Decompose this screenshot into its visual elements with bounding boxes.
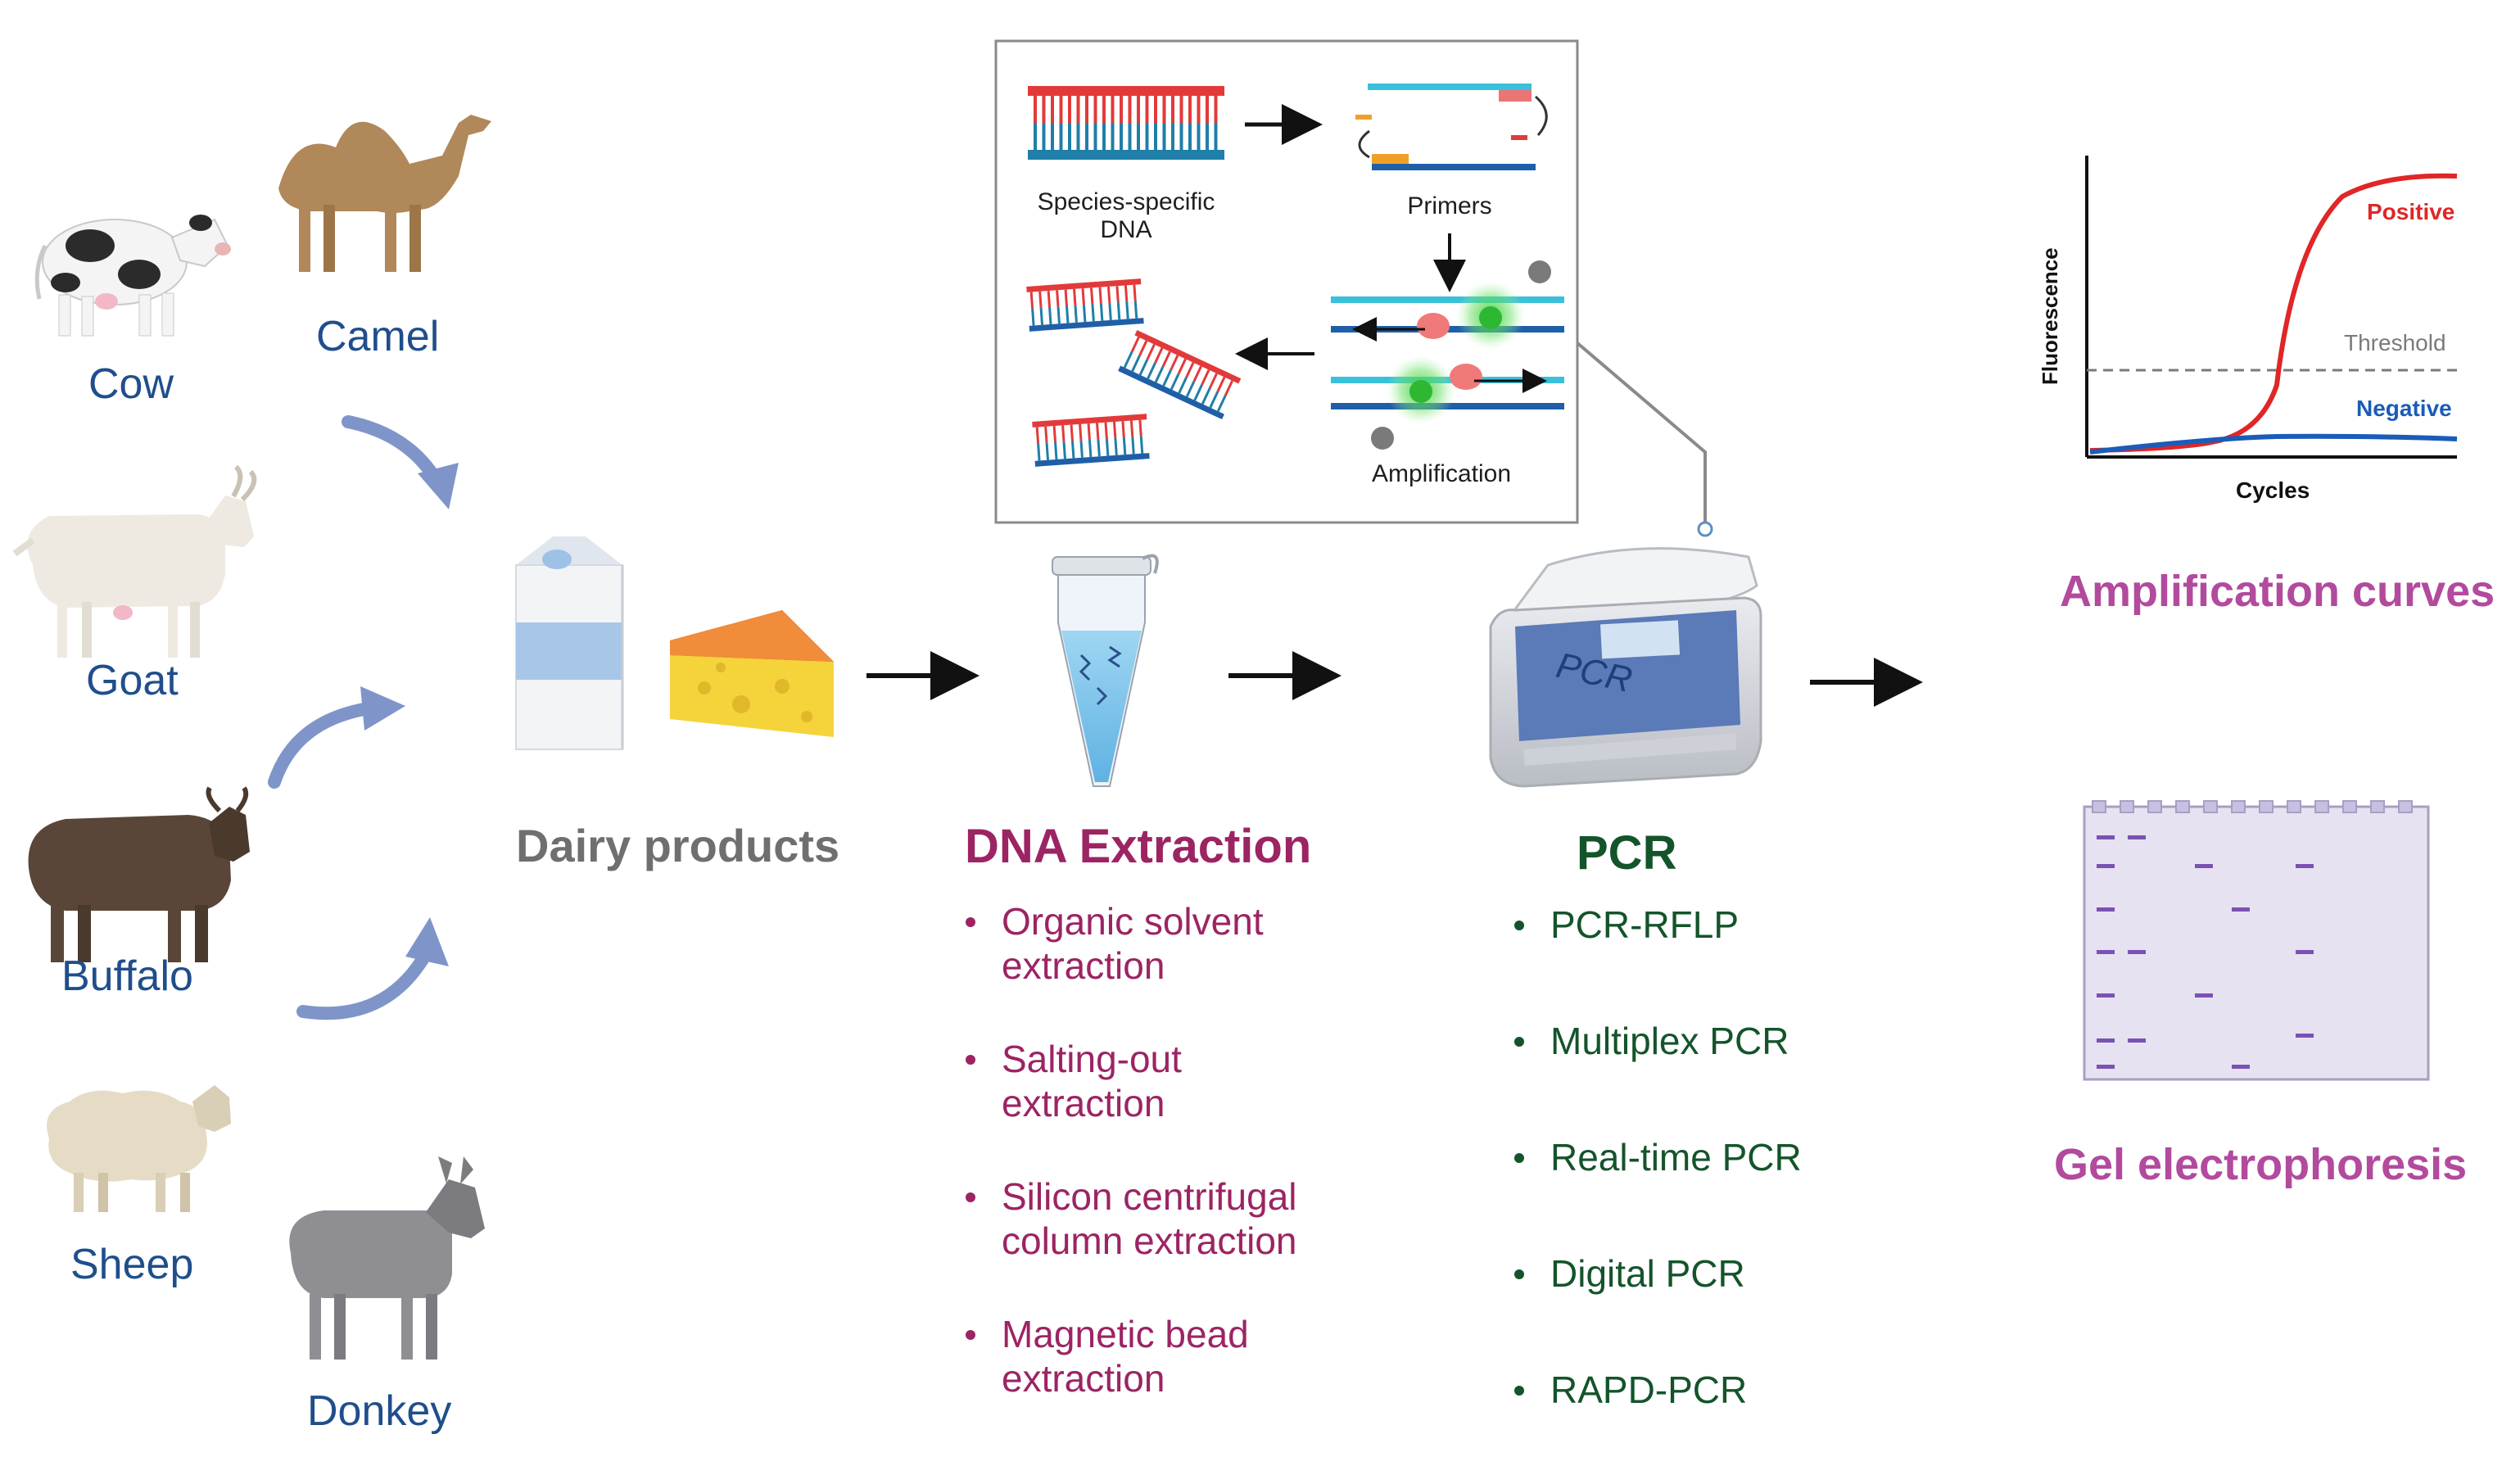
animal-label-donkey: Donkey	[307, 1387, 452, 1435]
animal-to-dairy-arrows	[268, 415, 445, 1020]
negative-curve	[2089, 433, 2458, 455]
camel-icon	[278, 115, 491, 272]
dna-extraction-method: Organic solvent extraction	[962, 899, 1323, 988]
cheese-icon	[670, 610, 834, 737]
animal-label-sheep: Sheep	[70, 1241, 194, 1288]
gel-electrophoresis-title: Gel electrophoresis	[2054, 1140, 2468, 1189]
pcr-machine-icon	[1489, 547, 1762, 788]
amplification-label: Amplification	[1371, 460, 1512, 487]
amplified-dna-copies-icon	[1026, 278, 1242, 467]
amplification-curves-title: Amplification curves	[2060, 567, 2495, 616]
donkey-icon	[289, 1156, 485, 1360]
animal-label-goat: Goat	[86, 657, 179, 704]
dairy-products-label: Dairy products	[516, 820, 840, 871]
animal-label-camel: Camel	[316, 313, 440, 360]
dna-extraction-method: Magnetic bead extraction	[962, 1312, 1323, 1400]
negative-label: Negative	[2356, 396, 2452, 421]
diagram-artwork	[12, 39, 2458, 1360]
pcr-method: PCR-RFLP	[1511, 903, 1855, 947]
threshold-label: Threshold	[2344, 330, 2446, 355]
inset-connector	[1575, 341, 1713, 537]
dna-extraction-title: DNA Extraction	[965, 820, 1312, 873]
figure-canvas: Cow Camel Goat Buffalo Sheep Donkey Dair…	[12, 39, 2495, 1450]
buffalo-icon	[28, 786, 250, 962]
primers-label: Primers	[1407, 192, 1492, 219]
pcr-method: Digital PCR	[1511, 1251, 1855, 1296]
species-dna-icon	[1028, 86, 1224, 160]
positive-curve	[2089, 173, 2458, 453]
primers-icon	[1355, 84, 1548, 170]
dna-extraction-method: Silicon centrifugal column extraction	[962, 1174, 1323, 1263]
species-dna-label: Species-specific DNA	[1037, 188, 1215, 243]
amplification-chart	[2085, 156, 2458, 459]
sheep-icon	[47, 1085, 231, 1212]
pcr-method: Multiplex PCR	[1511, 1019, 1855, 1063]
gel-icon	[2083, 800, 2430, 1081]
pcr-method: Real-time PCR	[1511, 1135, 1855, 1179]
milk-carton-icon	[515, 536, 624, 750]
dna-extraction-method: Salting-out extraction	[962, 1037, 1323, 1125]
pcr-method-list: PCR-RFLP Multiplex PCR Real-time PCR Dig…	[1511, 903, 1855, 1484]
animal-label-buffalo: Buffalo	[61, 952, 193, 1000]
chart-xlabel: Cycles	[2236, 477, 2310, 503]
dna-extraction-method-list: Organic solvent extraction Salting-out e…	[962, 899, 1323, 1450]
pcr-method: RAPD-PCR	[1511, 1368, 1855, 1412]
extraction-tube-icon	[1052, 554, 1159, 787]
amplification-icon	[1331, 260, 1564, 450]
pcr-title: PCR	[1577, 826, 1677, 880]
cow-icon	[34, 215, 231, 337]
chart-ylabel: Fluorescence	[2038, 247, 2062, 385]
process-flow-arrows	[866, 651, 1923, 707]
goat-icon	[12, 464, 257, 658]
animal-label-cow: Cow	[88, 360, 174, 408]
animal-to-dairy-arrowheads	[360, 463, 459, 966]
positive-label: Positive	[2367, 199, 2455, 224]
